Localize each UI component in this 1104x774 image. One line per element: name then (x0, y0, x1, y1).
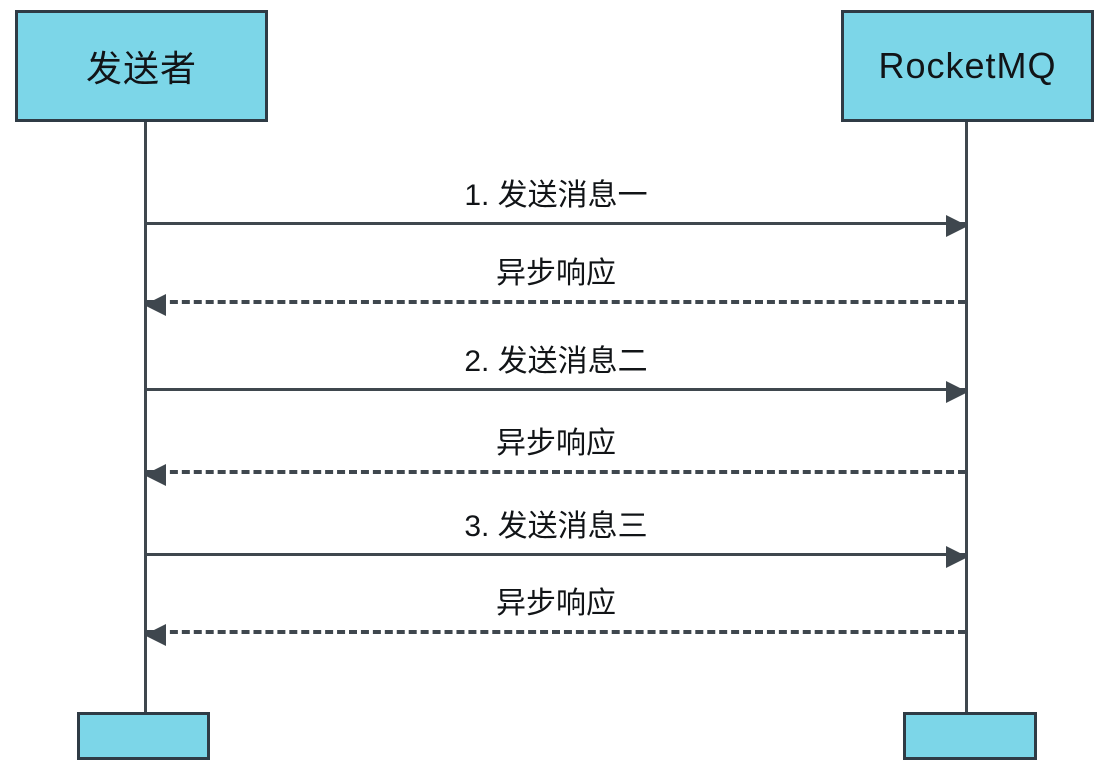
arrowhead-right-icon (946, 215, 968, 237)
arrowhead-right-icon (946, 381, 968, 403)
message-send-3: 3. 发送消息三 (146, 507, 968, 568)
arrowhead-left-icon (144, 624, 166, 646)
actor-label-sender: 发送者 (85, 48, 197, 89)
lifeline-end-box-rocketmq (903, 712, 1037, 760)
arrowhead-left-icon (144, 294, 166, 316)
actor-box-rocketmq: RocketMQ (841, 10, 1094, 122)
message-line-solid (146, 546, 968, 568)
message-label: 异步响应 (496, 427, 616, 460)
message-async-response-1: 异步响应 (144, 254, 966, 316)
lifeline-end-box-sender (77, 712, 210, 760)
message-label: 异步响应 (496, 587, 616, 620)
message-line-dashed (144, 624, 966, 646)
arrowhead-right-icon (946, 546, 968, 568)
lifeline-rocketmq (965, 122, 968, 713)
message-line-dashed (144, 464, 966, 486)
message-label: 1. 发送消息一 (464, 179, 648, 212)
message-label: 2. 发送消息二 (464, 345, 648, 378)
message-send-1: 1. 发送消息一 (146, 176, 968, 237)
message-line-solid (146, 215, 968, 237)
message-label: 异步响应 (496, 257, 616, 290)
actor-label-rocketmq: RocketMQ (878, 45, 1057, 86)
message-send-2: 2. 发送消息二 (146, 342, 968, 403)
message-line-dashed (144, 294, 966, 316)
lifeline-sender (144, 122, 147, 713)
message-async-response-2: 异步响应 (144, 424, 966, 486)
message-async-response-3: 异步响应 (144, 584, 966, 646)
message-label: 3. 发送消息三 (464, 510, 648, 543)
arrowhead-left-icon (144, 464, 166, 486)
actor-box-sender: 发送者 (15, 10, 268, 122)
message-line-solid (146, 381, 968, 403)
